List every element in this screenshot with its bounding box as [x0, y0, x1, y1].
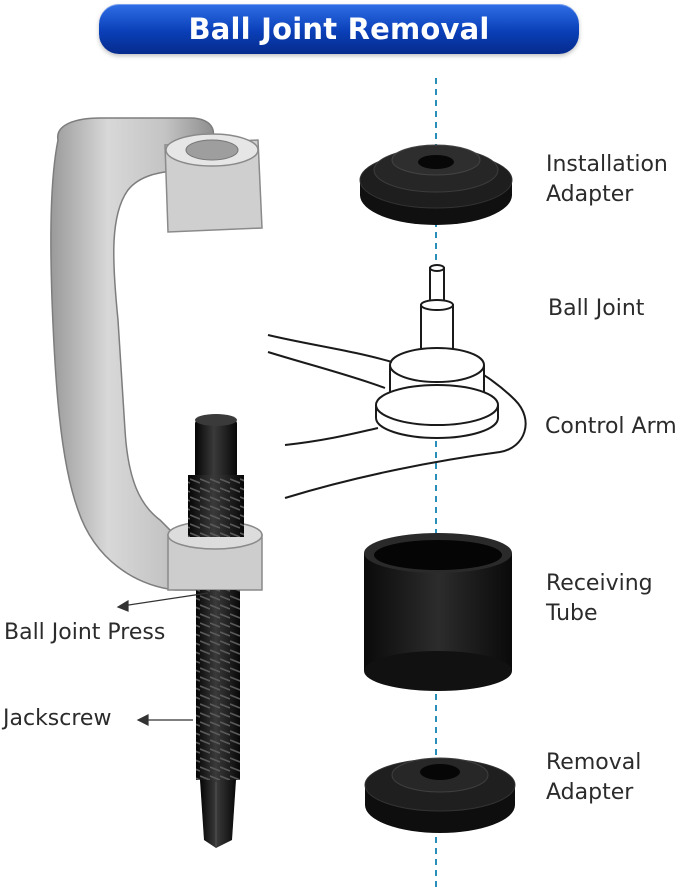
leader-arrows — [116, 592, 209, 726]
installation-adapter — [359, 144, 513, 225]
ball-joint — [375, 264, 499, 439]
page-title: Ball Joint Removal — [188, 12, 490, 46]
label-removal-adapter: Removal Adapter — [546, 750, 642, 805]
control-arm — [267, 334, 527, 499]
label-ball-joint-press: Ball Joint Press — [4, 620, 166, 645]
removal-adapter — [364, 757, 516, 833]
title-banner: Ball Joint Removal — [99, 4, 579, 54]
label-jackscrew: Jackscrew — [3, 706, 112, 731]
jackscrew — [188, 414, 244, 848]
label-control-arm: Control Arm — [545, 414, 677, 439]
label-receiving-tube: Receiving Tube — [546, 571, 653, 626]
receiving-tube — [364, 533, 512, 691]
ball-joint-press-frame — [50, 117, 263, 591]
label-installation-adapter: Installation Adapter — [546, 152, 668, 207]
label-ball-joint: Ball Joint — [548, 296, 645, 321]
